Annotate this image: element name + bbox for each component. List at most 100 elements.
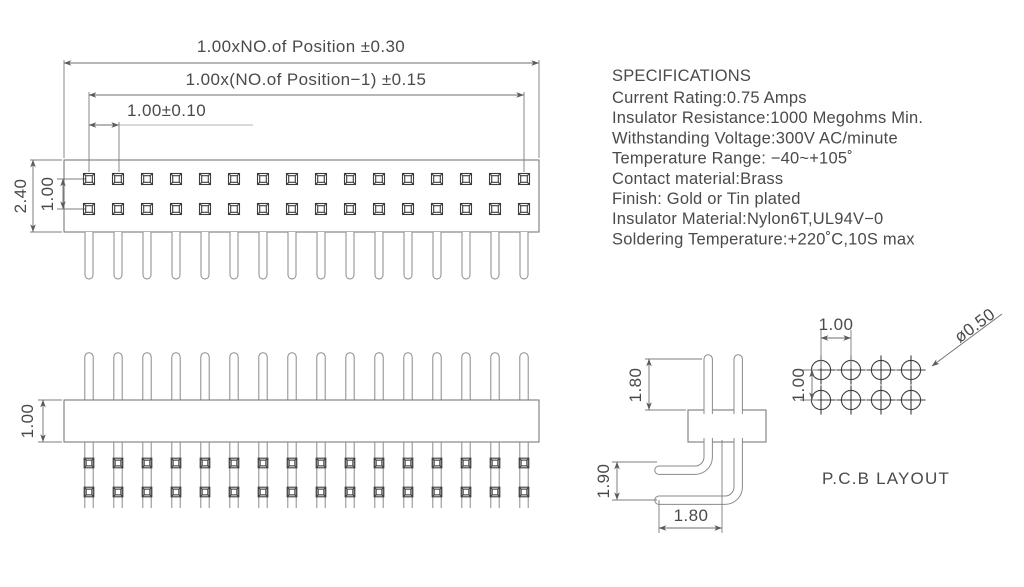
top-view-pin-row2-9 bbox=[314, 202, 328, 216]
bottom-view-contact-b-3 bbox=[141, 486, 153, 498]
top-view-pin-row1-16 bbox=[517, 172, 531, 186]
top-view-pin-row1-2 bbox=[111, 172, 125, 186]
top-view-pin-row2-5 bbox=[198, 202, 212, 216]
bottom-view-lower-pin-4 bbox=[170, 442, 182, 508]
specifications-block: SPECIFICATIONS Current Rating:0.75 AmpsI… bbox=[612, 67, 923, 248]
bottom-view-contact-a-12 bbox=[402, 457, 414, 469]
dim-label-overall-length: 1.00xNO.of Position ±0.30 bbox=[197, 37, 405, 56]
bottom-view-contact-a-7 bbox=[257, 457, 269, 469]
top-view-pin-row1-4 bbox=[169, 172, 183, 186]
top-view-leg-16 bbox=[519, 232, 529, 280]
bottom-view-contact-b-5 bbox=[199, 486, 211, 498]
profile-pin-bent-2 bbox=[654, 438, 743, 505]
bottom-view-contact-b-1 bbox=[83, 486, 95, 498]
bottom-view-contact-a-16 bbox=[518, 457, 530, 469]
top-view-pin-row2-6 bbox=[227, 202, 241, 216]
bottom-view-contact-a-9 bbox=[315, 457, 327, 469]
top-view-leg-9 bbox=[316, 232, 326, 280]
bottom-view-lower-pin-7 bbox=[257, 442, 269, 508]
bottom-view-upper-pin-8 bbox=[287, 352, 297, 400]
top-view-pin-row2-15 bbox=[488, 202, 502, 216]
bottom-view-lower-pin-11 bbox=[373, 442, 385, 508]
specifications-heading: SPECIFICATIONS bbox=[612, 67, 751, 85]
profile-pin-upper-2 bbox=[733, 354, 743, 414]
top-view-pin-row1-1 bbox=[82, 172, 96, 186]
bottom-view-lower-pin-3 bbox=[141, 442, 153, 508]
top-view-leg-13 bbox=[432, 232, 442, 280]
bottom-view-contact-a-10 bbox=[344, 457, 356, 469]
top-view-pin-row2-16 bbox=[517, 202, 531, 216]
bottom-view-contact-a-6 bbox=[228, 457, 240, 469]
specification-line-6: Finish: Gold or Tin plated bbox=[612, 190, 801, 208]
bottom-view-contact-a-3 bbox=[141, 457, 153, 469]
pcb-hole-r1-c3 bbox=[866, 355, 896, 385]
pcb-hole-r2-c2 bbox=[836, 385, 866, 415]
top-view-pin-row1-5 bbox=[198, 172, 212, 186]
pcb-hole-r2-c4 bbox=[896, 385, 926, 415]
top-view-pin-row1-6 bbox=[227, 172, 241, 186]
bottom-view-contact-b-4 bbox=[170, 486, 182, 498]
dim-label-pcb-pitch-x: 1.00 bbox=[819, 315, 854, 334]
bottom-view-upper-pin-7 bbox=[258, 352, 268, 400]
bottom-view-lower-pin-14 bbox=[460, 442, 472, 508]
bottom-view-upper-pin-3 bbox=[142, 352, 152, 400]
top-view-pin-row2-13 bbox=[430, 202, 444, 216]
specification-line-8: Soldering Temperature:+220˚C,10S max bbox=[612, 230, 915, 248]
bottom-view-lower-pin-9 bbox=[315, 442, 327, 508]
bottom-view-lower-pin-15 bbox=[489, 442, 501, 508]
dim-label-pin-reach: 1.80 bbox=[674, 506, 709, 525]
top-view-pin-row1-3 bbox=[140, 172, 154, 186]
bottom-view-contact-a-5 bbox=[199, 457, 211, 469]
top-view-leg-6 bbox=[229, 232, 239, 280]
top-view-leg-10 bbox=[345, 232, 355, 280]
top-view-leg-14 bbox=[461, 232, 471, 280]
specification-line-2: Insulator Resistance:1000 Megohms Min. bbox=[612, 109, 923, 127]
bottom-view-contact-b-2 bbox=[112, 486, 124, 498]
bottom-view-contact-a-1 bbox=[83, 457, 95, 469]
bottom-view-lower-pin-5 bbox=[199, 442, 211, 508]
specification-line-5: Contact material:Brass bbox=[612, 170, 783, 188]
top-view-leg-1 bbox=[84, 232, 94, 280]
bottom-view-group: 1.00 bbox=[18, 352, 540, 508]
pcb-hole-r1-c4 bbox=[896, 355, 926, 385]
dim-label-row-spacing: 1.00 bbox=[38, 177, 57, 212]
dim-label-body-thickness: 1.00 bbox=[18, 404, 37, 439]
top-view-leg-3 bbox=[142, 232, 152, 280]
dim-label-pin-span: 1.00x(NO.of Position−1) ±0.15 bbox=[186, 70, 427, 89]
bottom-view-lower-pin-13 bbox=[431, 442, 443, 508]
top-view-pin-row1-7 bbox=[256, 172, 270, 186]
top-view-pin-row2-3 bbox=[140, 202, 154, 216]
top-view-pin-row2-11 bbox=[372, 202, 386, 216]
bottom-view-lower-pin-10 bbox=[344, 442, 356, 508]
pcb-layout-caption: P.C.B LAYOUT bbox=[822, 469, 950, 488]
top-view-pin-row1-9 bbox=[314, 172, 328, 186]
bottom-view-upper-pin-4 bbox=[171, 352, 181, 400]
bottom-view-lower-pin-6 bbox=[228, 442, 240, 508]
bottom-view-upper-pin-10 bbox=[345, 352, 355, 400]
bottom-view-contact-b-12 bbox=[402, 486, 414, 498]
bottom-view-contact-b-16 bbox=[518, 486, 530, 498]
top-view-pin-row1-12 bbox=[401, 172, 415, 186]
top-view-pin-grid bbox=[82, 172, 531, 216]
top-view-pin-row1-13 bbox=[430, 172, 444, 186]
bottom-view-contact-a-8 bbox=[286, 457, 298, 469]
dim-label-pcb-pitch-y: 1.00 bbox=[789, 368, 808, 403]
bottom-view-contact-a-15 bbox=[489, 457, 501, 469]
top-view-pin-row2-12 bbox=[401, 202, 415, 216]
top-view-pin-row2-7 bbox=[256, 202, 270, 216]
pcb-hole-r2-c3 bbox=[866, 385, 896, 415]
profile-pin-upper-1 bbox=[703, 354, 713, 414]
bottom-view-contact-a-4 bbox=[170, 457, 182, 469]
dim-label-pin-drop: 1.90 bbox=[594, 464, 613, 499]
bottom-view-upper-pin-5 bbox=[200, 352, 210, 400]
bottom-view-contact-b-10 bbox=[344, 486, 356, 498]
bottom-view-upper-pins bbox=[84, 352, 529, 400]
top-view-leg-11 bbox=[374, 232, 384, 280]
bottom-view-contact-a-11 bbox=[373, 457, 385, 469]
top-view-leg-4 bbox=[171, 232, 181, 280]
dim-label-body-height: 2.40 bbox=[11, 179, 30, 214]
bottom-view-body bbox=[63, 399, 540, 443]
bottom-view-upper-pin-1 bbox=[84, 352, 94, 400]
bottom-view-contact-a-13 bbox=[431, 457, 443, 469]
